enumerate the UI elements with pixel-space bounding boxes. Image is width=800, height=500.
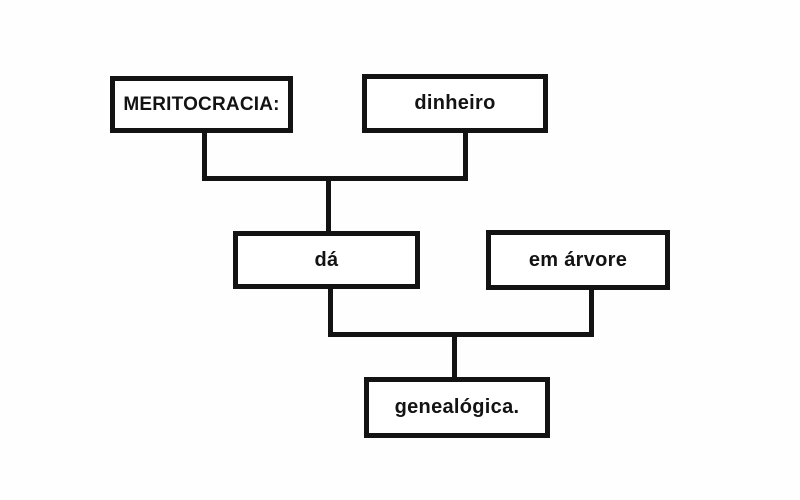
- node-genealogica: genealógica.: [364, 377, 550, 438]
- node-meritocracia: MERITOCRACIA:: [110, 76, 293, 133]
- connector-tier2-horizontal: [328, 332, 594, 337]
- node-dinheiro-label: dinheiro: [414, 92, 496, 114]
- connector-em-arvore-down: [589, 288, 594, 337]
- connector-tier1-horizontal: [202, 176, 468, 181]
- node-em-arvore: em árvore: [486, 230, 670, 290]
- connector-meritocracia-down: [202, 131, 207, 181]
- node-genealogica-label: genealógica.: [394, 396, 520, 418]
- connector-dinheiro-down: [463, 131, 468, 181]
- node-da: dá: [233, 231, 420, 289]
- connector-tier2-drop-to-genealogica: [452, 337, 457, 379]
- connector-da-down: [328, 287, 333, 337]
- node-da-label: dá: [314, 248, 339, 271]
- node-meritocracia-label: MERITOCRACIA:: [123, 93, 280, 115]
- node-em-arvore-label: em árvore: [528, 248, 628, 271]
- connector-tier1-drop-to-da: [326, 181, 331, 233]
- node-dinheiro: dinheiro: [362, 74, 548, 133]
